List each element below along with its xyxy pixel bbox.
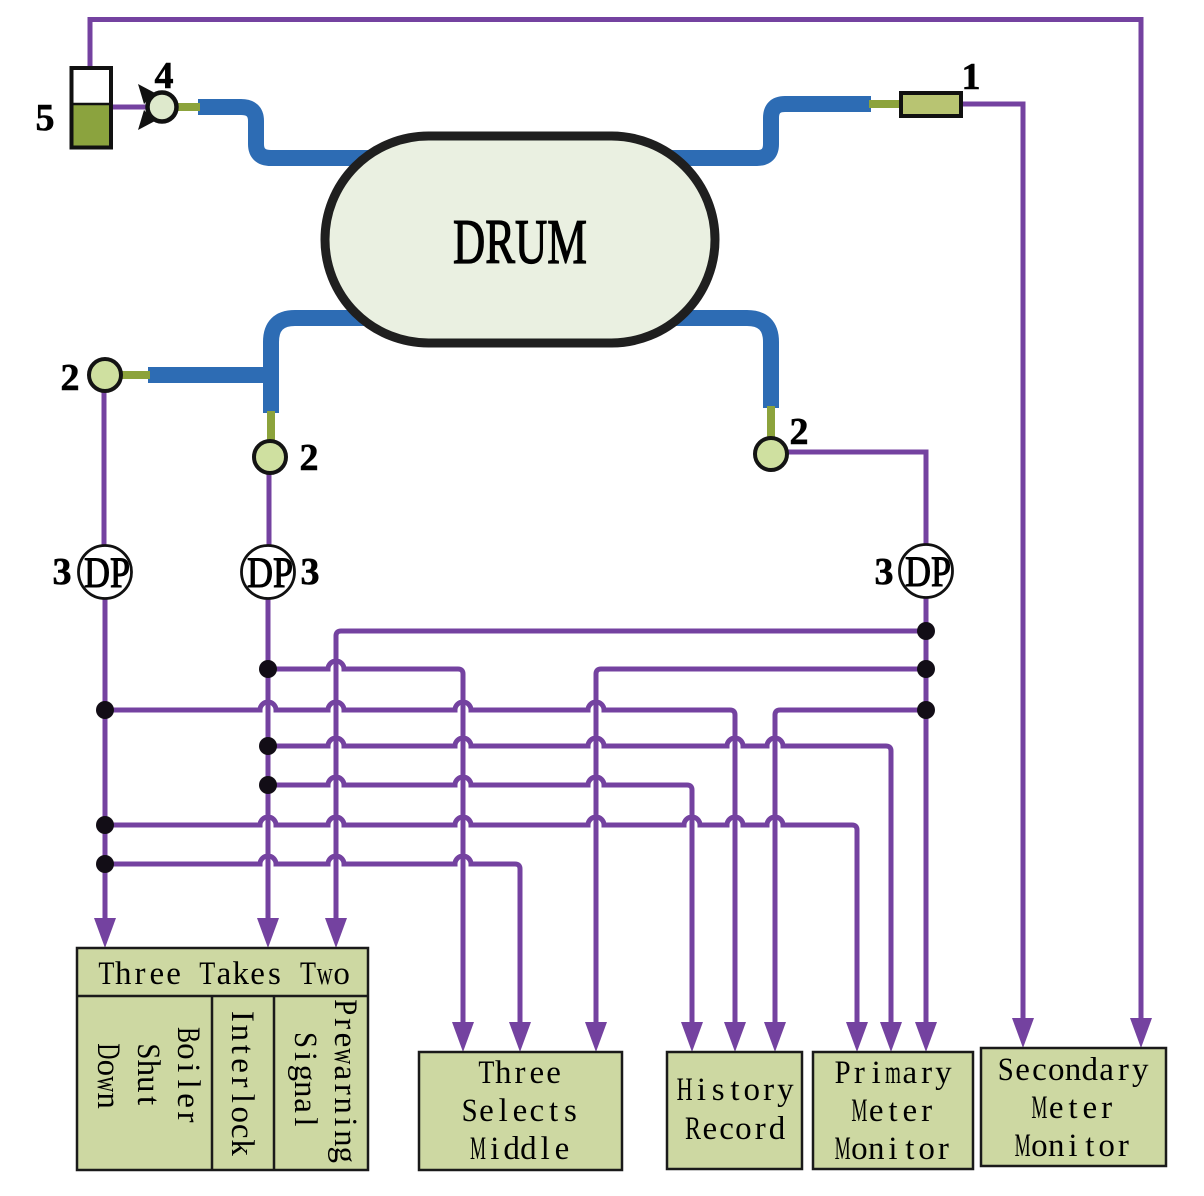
svg-text:DP: DP [905, 549, 951, 596]
svg-text:DRUM: DRUM [453, 206, 587, 277]
svg-text:PrewarningSignal: PrewarningSignal [287, 999, 363, 1163]
svg-text:3: 3 [875, 551, 894, 593]
svg-text:Record: Record [685, 1111, 786, 1147]
svg-text:Interlock: Interlock [224, 1011, 260, 1156]
svg-text:1: 1 [962, 56, 981, 98]
svg-text:DP: DP [247, 550, 293, 597]
svg-text:2: 2 [300, 437, 319, 479]
svg-text:2: 2 [790, 411, 809, 453]
svg-text:3: 3 [53, 551, 72, 593]
svg-text:BoilerShutDown: BoilerShutDown [90, 1027, 206, 1123]
svg-text:2: 2 [61, 357, 80, 399]
svg-text:DP: DP [84, 550, 130, 597]
svg-text:4: 4 [155, 55, 174, 97]
svg-text:3: 3 [301, 551, 320, 593]
svg-text:5: 5 [36, 97, 55, 139]
